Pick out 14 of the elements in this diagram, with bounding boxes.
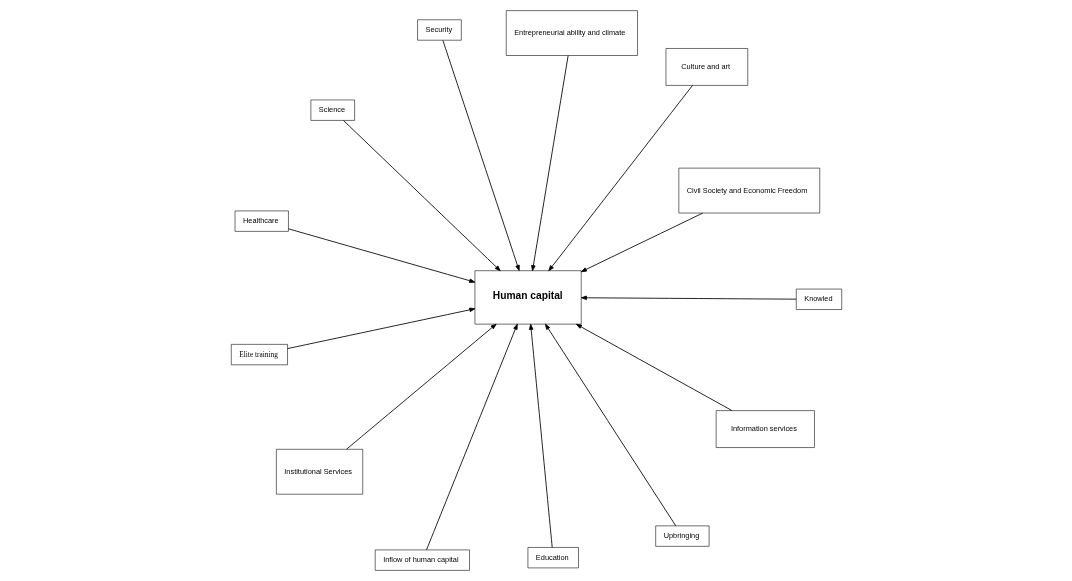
arrow (547, 85, 693, 272)
arrow (345, 323, 497, 450)
arrow (580, 212, 703, 273)
arrow (425, 323, 518, 551)
arrow (530, 55, 569, 272)
node-box: Human capital (474, 270, 581, 325)
arrow (575, 323, 732, 411)
arrow (441, 39, 520, 271)
arrow (528, 323, 553, 548)
arrow (342, 120, 501, 272)
arrow (287, 228, 475, 283)
arrow (580, 295, 797, 301)
arrow (544, 323, 676, 527)
arrow (286, 307, 475, 349)
